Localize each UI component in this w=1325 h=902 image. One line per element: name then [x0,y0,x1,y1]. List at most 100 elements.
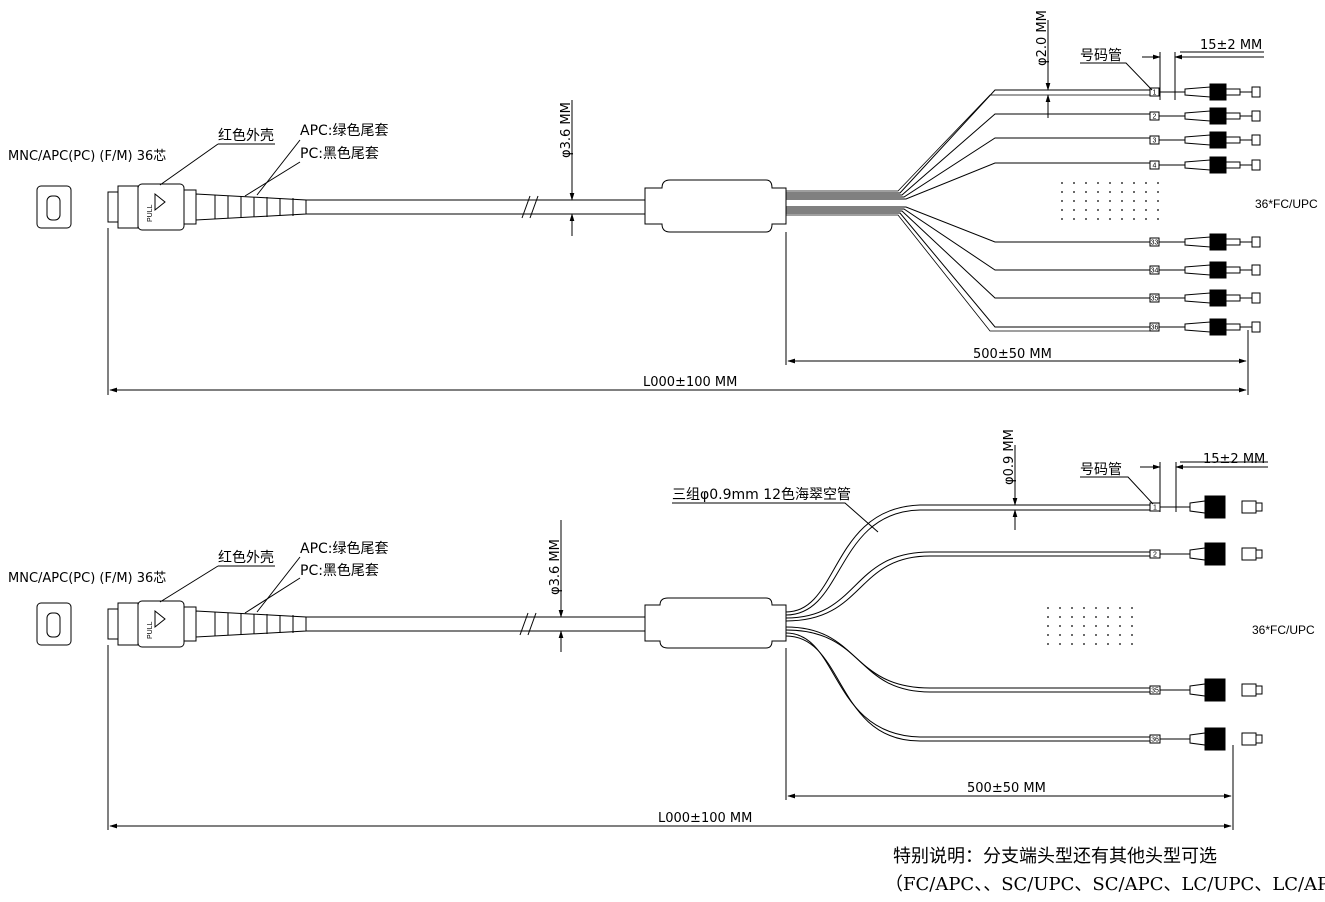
dot [1133,200,1135,202]
dot [1071,607,1073,609]
apc-boot-label: APC:绿色尾套 [300,540,389,557]
note-line-2: （FC/APC、、SC/UPC、SC/APC、LC/UPC、LC/APC） [885,874,1325,895]
leg-tag: 36 [1151,737,1159,744]
connector-count-label: 36*FC/UPC [1252,623,1315,637]
connector-end-face [36,185,72,229]
fanout-legs [786,89,1150,332]
dot [1121,218,1123,220]
dot-grid [1061,182,1159,220]
dot [1119,607,1121,609]
leg-tag: 1 [1153,90,1157,97]
dot [1059,607,1061,609]
dot [1107,634,1109,636]
dot [1133,191,1135,193]
breakout-length-label: 500±50 MM [973,347,1052,362]
leg-tag: 33 [1151,240,1159,247]
dot [1047,643,1049,645]
apc-boot-label: APC:绿色尾套 [300,122,389,139]
tube-label: 三组φ0.9mm 12色海翠空管 [672,486,851,503]
dot [1073,218,1075,220]
dot [1157,182,1159,184]
dot [1059,616,1061,618]
dot [1097,200,1099,202]
dot [1109,209,1111,211]
fanout-diameter-label: φ0.9 MM [1002,429,1017,485]
fc-connector [1149,83,1261,101]
pc-boot-label: PC:黑色尾套 [300,562,379,579]
dot [1119,625,1121,627]
label-tube-label: 号码管 [1080,462,1122,478]
dot [1047,616,1049,618]
dot [1061,218,1063,220]
fc-connector [1149,495,1263,519]
dot [1083,634,1085,636]
dot [1121,209,1123,211]
dot [1131,643,1133,645]
dot [1107,607,1109,609]
leg-tag: 34 [1151,268,1159,275]
dot [1097,191,1099,193]
mpo-connector [107,183,307,231]
total-length-label: L000±100 MM [643,375,737,390]
dot [1071,616,1073,618]
fc-connector [1149,233,1261,251]
leg-tag: 4 [1153,163,1157,170]
dot [1095,634,1097,636]
dot [1157,191,1159,193]
dot [1133,209,1135,211]
dot [1157,200,1159,202]
leg-tag: 35 [1151,296,1159,303]
dot [1047,625,1049,627]
dot [1119,616,1121,618]
dot [1047,607,1049,609]
fanout-tubes [785,504,1150,742]
dot [1071,634,1073,636]
dot [1095,643,1097,645]
connector-end-face [36,602,72,646]
dot [1059,634,1061,636]
dot [1073,191,1075,193]
trunk-cable [306,612,645,636]
pc-boot-label: PC:黑色尾套 [300,145,379,162]
dot [1121,191,1123,193]
trunk-diameter-label: φ3.6 MM [548,539,563,595]
connector-label: MNC/APC(PC) (F/M) 36芯 [8,571,166,586]
dot-grid [1047,607,1133,645]
dot [1119,643,1121,645]
fc-connectors [1149,83,1261,336]
connector-count-label: 36*FC/UPC [1255,197,1318,211]
leg-tag: 35 [1151,688,1159,695]
dot [1109,191,1111,193]
fanout-diameter-label: φ2.0 MM [1035,10,1050,66]
dot [1145,209,1147,211]
dot [1157,209,1159,211]
dot [1061,209,1063,211]
stub-length-label: 15±2 MM [1203,452,1265,467]
dot [1073,182,1075,184]
dot [1109,200,1111,202]
fc-connector [1149,289,1261,307]
dot [1157,218,1159,220]
dot [1095,625,1097,627]
pull-tab-label: PULL [147,621,154,639]
breakout-boot [644,179,787,233]
dot [1085,218,1087,220]
dot [1085,182,1087,184]
breakout-length-label: 500±50 MM [967,781,1046,796]
dot [1097,209,1099,211]
dot [1073,200,1075,202]
leg-tag: 1 [1153,505,1157,512]
dot [1073,209,1075,211]
dot [1095,607,1097,609]
dot [1061,200,1063,202]
total-length-label: L000±100 MM [658,811,752,826]
trunk-diameter-label: φ3.6 MM [559,102,574,158]
leg-tag: 2 [1153,552,1157,559]
dot [1107,643,1109,645]
drawing-top-labels: MNC/APC(PC) (F/M) 36芯 红色外壳 APC:绿色尾套 PC:黑… [8,10,1318,390]
dot [1145,200,1147,202]
drawing-bottom-labels: MNC/APC(PC) (F/M) 36芯 红色外壳 APC:绿色尾套 PC:黑… [8,429,1315,826]
dot [1133,182,1135,184]
fc-connector [1149,261,1261,279]
dot [1131,625,1133,627]
